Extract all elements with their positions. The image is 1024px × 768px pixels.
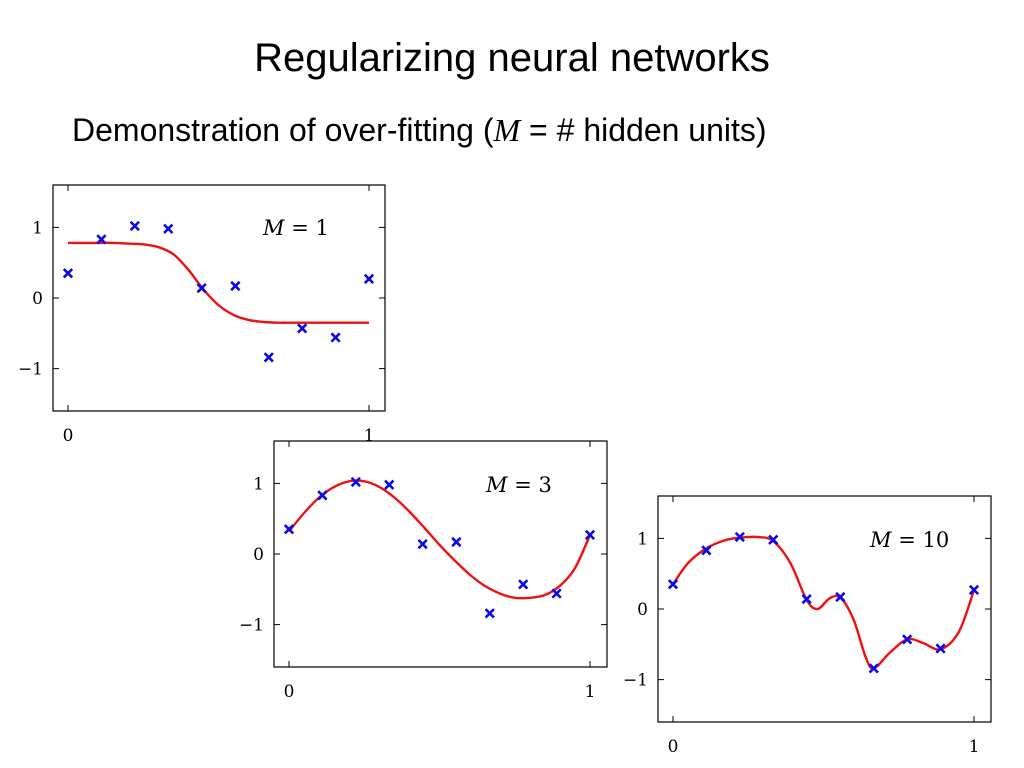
x-tick-label: 1 [585, 682, 596, 702]
data-point [518, 579, 529, 590]
model-size-value: = 10 [892, 528, 950, 552]
subtitle-text-after: = # hidden units) [520, 112, 767, 148]
slide-title: Regularizing neural networks [254, 36, 770, 80]
x-tick-label: 0 [668, 737, 679, 757]
data-point [484, 608, 495, 619]
y-tick-label: −1 [623, 671, 648, 691]
y-tick-label: 1 [253, 474, 264, 494]
data-point [263, 352, 274, 363]
model-size-variable: M [485, 473, 508, 497]
data-point [297, 323, 308, 334]
data-point [230, 280, 241, 292]
data-point [129, 220, 140, 232]
data-point [163, 223, 174, 234]
y-tick-label: −1 [239, 616, 264, 636]
data-point [62, 268, 74, 279]
data-point [551, 588, 562, 599]
data-point [667, 579, 679, 590]
x-tick-label: 1 [364, 426, 375, 446]
data-point [968, 584, 980, 596]
y-tick-label: 0 [253, 545, 264, 565]
data-point [350, 476, 361, 488]
subtitle-text-before: Demonstration of over-fitting ( [72, 112, 494, 148]
x-tick-label: 0 [284, 682, 295, 702]
y-tick-label: 1 [637, 529, 648, 549]
model-size-variable: M [262, 216, 285, 240]
data-point [363, 273, 375, 285]
data-point [317, 490, 328, 501]
model-size-label: M = 3 [485, 473, 552, 497]
data-point [801, 593, 812, 605]
data-point [734, 531, 745, 543]
data-point [417, 538, 428, 550]
x-tick-label: 0 [63, 426, 74, 446]
data-point [902, 634, 913, 645]
data-point [935, 643, 946, 654]
slide-subtitle: Demonstration of over-fitting (M = # hid… [72, 112, 767, 149]
data-point [196, 282, 207, 294]
data-point [451, 536, 462, 548]
data-point [330, 332, 341, 343]
model-size-value: = 1 [285, 216, 329, 240]
x-tick-label: 1 [969, 737, 980, 757]
data-point [835, 591, 846, 603]
model-size-value: = 3 [508, 473, 552, 497]
y-tick-label: 0 [32, 289, 43, 309]
fitted-curve [68, 241, 369, 324]
data-point [384, 479, 395, 490]
model-size-label: M = 1 [262, 216, 329, 240]
y-tick-label: 1 [32, 218, 43, 238]
data-point [868, 663, 879, 674]
data-point [701, 545, 712, 556]
model-size-label: M = 10 [869, 528, 949, 552]
data-point [768, 534, 779, 545]
data-point [584, 529, 596, 541]
data-point [283, 524, 295, 535]
y-tick-label: 0 [637, 600, 648, 620]
subtitle-math-variable: M [493, 112, 521, 148]
y-tick-label: −1 [18, 360, 43, 380]
fitted-curve [672, 535, 976, 670]
model-size-variable: M [869, 528, 892, 552]
data-point [96, 234, 107, 245]
fitted-curve [288, 479, 592, 600]
